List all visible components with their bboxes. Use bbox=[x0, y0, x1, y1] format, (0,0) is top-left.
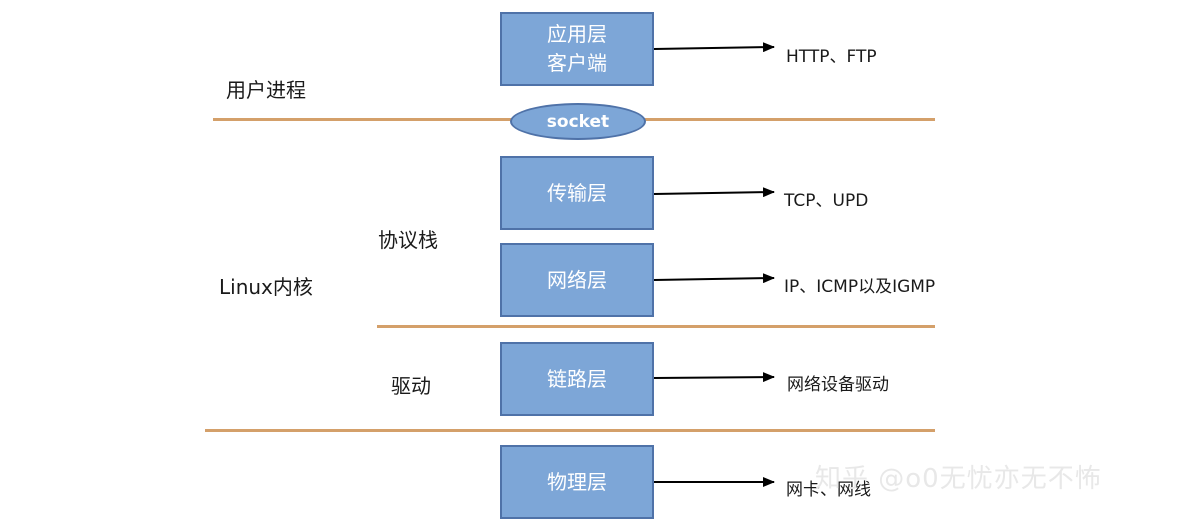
layer-box-transport: 传输层 bbox=[500, 156, 654, 230]
layer-box-line: 物理层 bbox=[547, 469, 607, 494]
layer-box-network: 网络层 bbox=[500, 243, 654, 317]
layer-box-physical: 物理层 bbox=[500, 445, 654, 519]
separator-driver-physical bbox=[205, 429, 935, 432]
target-label-link: 网络设备驱动 bbox=[787, 375, 889, 395]
region-label-user: 用户进程 bbox=[226, 78, 306, 102]
target-label-physical: 网卡、网线 bbox=[786, 480, 871, 500]
region-label-driver: 驱动 bbox=[391, 374, 431, 398]
layer-box-line: 客户端 bbox=[547, 51, 607, 75]
region-label-kernel: Linux内核 bbox=[219, 275, 313, 299]
arrow-network bbox=[653, 273, 775, 284]
arrow-application bbox=[653, 42, 775, 53]
socket-label: socket bbox=[546, 111, 610, 132]
layer-box-link: 链路层 bbox=[500, 342, 654, 416]
layer-box-line: 应用层 bbox=[547, 22, 607, 46]
layer-box-line: 链路层 bbox=[547, 366, 607, 391]
region-label-stack: 协议栈 bbox=[378, 228, 438, 252]
socket-ellipse: socket bbox=[510, 103, 646, 140]
arrow-transport bbox=[653, 187, 775, 198]
target-label-application: HTTP、FTP bbox=[786, 47, 877, 67]
target-label-network: IP、ICMP以及IGMP bbox=[784, 277, 936, 297]
layer-box-application: 应用层 客户端 bbox=[500, 12, 654, 86]
target-label-transport: TCP、UPD bbox=[784, 191, 869, 211]
arrow-link bbox=[653, 372, 775, 383]
layer-box-line: 网络层 bbox=[547, 267, 607, 292]
separator-stack-driver bbox=[377, 325, 935, 328]
watermark: 知乎 @o0无忧亦无不怖 bbox=[815, 464, 1102, 494]
layer-box-line: 传输层 bbox=[547, 180, 607, 205]
